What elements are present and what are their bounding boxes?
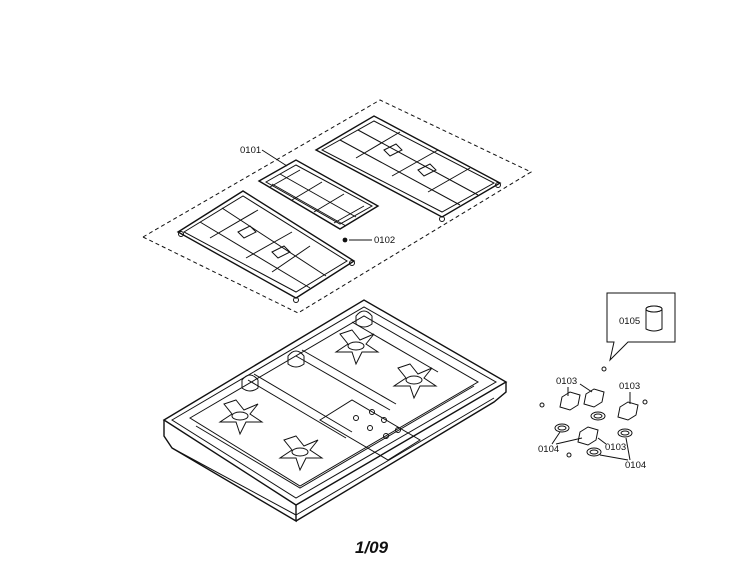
burner-front-right — [334, 329, 380, 366]
cap-detail-callout: 0105 — [601, 292, 676, 372]
grates-assembly: 0101 0102 — [141, 99, 533, 314]
label-0104-right: 0104 — [625, 460, 646, 471]
cooktop-body — [162, 299, 508, 523]
knobs-and-rings: 0103 0103 0104 0103 0104 — [538, 376, 648, 471]
label-0102: 0102 — [374, 235, 395, 246]
rubber-foot — [342, 237, 348, 243]
cap-part-icon — [645, 305, 663, 313]
ring-1 — [554, 423, 570, 433]
label-0101: 0101 — [240, 145, 261, 156]
small-screw-icon — [601, 366, 607, 372]
label-0103-right: 0103 — [619, 381, 640, 392]
grates-boundary-dashed — [141, 99, 533, 314]
page-number: 1/09 — [355, 538, 389, 557]
knob-right — [617, 401, 639, 421]
leader-0101 — [261, 149, 288, 167]
label-0105: 0105 — [619, 316, 640, 327]
callout-bubble — [606, 292, 676, 362]
burner-rear-right — [392, 363, 438, 400]
knob-lower — [577, 426, 599, 446]
label-0103-left: 0103 — [556, 376, 577, 387]
burner-rear-left — [278, 435, 324, 472]
ring-4 — [586, 447, 602, 457]
ring-2 — [590, 411, 606, 421]
center-grate — [257, 159, 380, 230]
burner-front-left — [218, 399, 264, 436]
label-0103-lower: 0103 — [605, 442, 626, 453]
left-grate — [176, 190, 356, 303]
right-grate — [314, 115, 502, 222]
knob-upper-middle — [583, 388, 605, 408]
burners — [218, 329, 438, 472]
label-0104-left: 0104 — [538, 444, 559, 455]
knob-upper-left — [559, 391, 581, 411]
control-panel — [319, 399, 421, 461]
ring-3 — [617, 428, 633, 438]
